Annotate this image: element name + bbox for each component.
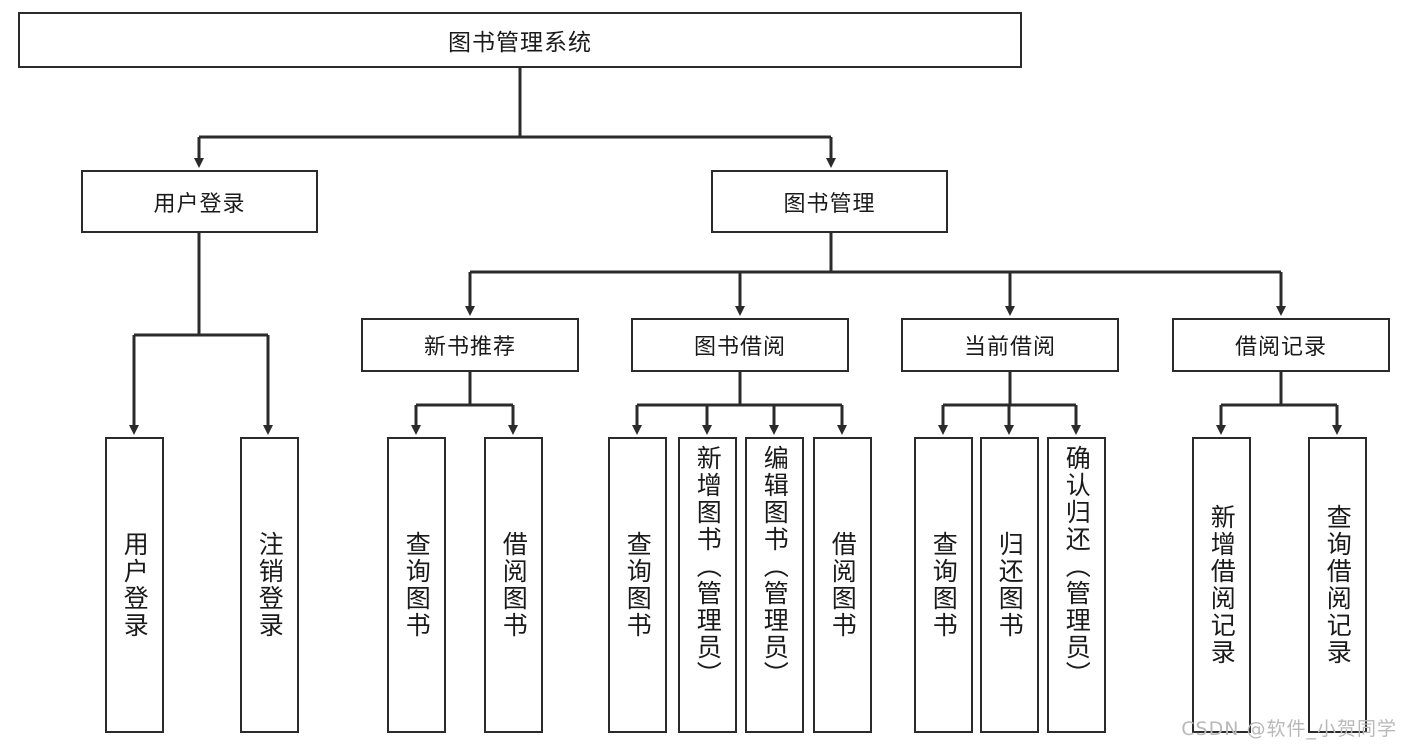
- leaf-label: 编辑图书（管理员）: [760, 445, 790, 688]
- node-current-borrow-label: 当前借阅: [963, 335, 1056, 360]
- node-book-management-label: 图书管理: [783, 191, 876, 217]
- node-book-borrow-label: 图书借阅: [693, 335, 786, 360]
- leaf-record-add-record[interactable]: 新增借阅记录: [1192, 437, 1251, 733]
- leaf-newbook-borrow-book[interactable]: 借阅图书: [484, 437, 543, 733]
- node-new-book-recommend[interactable]: 新书推荐: [361, 318, 579, 372]
- node-borrow-record[interactable]: 借阅记录: [1172, 318, 1390, 372]
- leaf-label: 注销登录: [255, 531, 285, 639]
- node-root-system[interactable]: 图书管理系统: [18, 12, 1022, 68]
- leaf-label: 归还图书: [995, 531, 1025, 639]
- leaf-current-return-book[interactable]: 归还图书: [980, 437, 1039, 733]
- leaf-label: 新增借阅记录: [1207, 504, 1237, 666]
- leaf-current-query-book[interactable]: 查询图书: [914, 437, 973, 733]
- node-user-login[interactable]: 用户登录: [81, 170, 318, 233]
- leaf-current-confirm-return-admin[interactable]: 确认归还（管理员）: [1047, 437, 1106, 733]
- leaf-record-query-record[interactable]: 查询借阅记录: [1308, 437, 1367, 733]
- leaf-label: 查询图书: [623, 531, 653, 639]
- leaf-user-login-signin[interactable]: 用户登录: [105, 437, 164, 733]
- leaf-borrow-edit-book-admin[interactable]: 编辑图书（管理员）: [745, 437, 804, 733]
- leaf-label: 查询图书: [402, 531, 432, 639]
- node-book-management[interactable]: 图书管理: [711, 170, 948, 233]
- leaf-label: 借阅图书: [499, 531, 529, 639]
- node-root-label: 图书管理系统: [448, 30, 592, 56]
- leaf-borrow-add-book-admin[interactable]: 新增图书（管理员）: [678, 437, 737, 733]
- leaf-label: 确认归还（管理员）: [1062, 445, 1092, 688]
- leaf-user-login-signout[interactable]: 注销登录: [240, 437, 299, 733]
- node-new-book-recommend-label: 新书推荐: [423, 335, 516, 360]
- leaf-newbook-query-book[interactable]: 查询图书: [387, 437, 446, 733]
- node-borrow-record-label: 借阅记录: [1234, 335, 1327, 360]
- leaf-borrow-borrow-book[interactable]: 借阅图书: [813, 437, 872, 733]
- node-user-login-label: 用户登录: [153, 191, 246, 217]
- leaf-label: 新增图书（管理员）: [693, 445, 723, 688]
- node-current-borrow[interactable]: 当前借阅: [901, 318, 1119, 372]
- leaf-label: 用户登录: [120, 531, 150, 639]
- node-book-borrow[interactable]: 图书借阅: [631, 318, 849, 372]
- leaf-label: 查询图书: [929, 531, 959, 639]
- watermark: CSDN @软件_小贺同学: [1181, 718, 1397, 740]
- leaf-label: 查询借阅记录: [1323, 504, 1353, 666]
- leaf-borrow-query-book[interactable]: 查询图书: [608, 437, 667, 733]
- leaf-label: 借阅图书: [828, 531, 858, 639]
